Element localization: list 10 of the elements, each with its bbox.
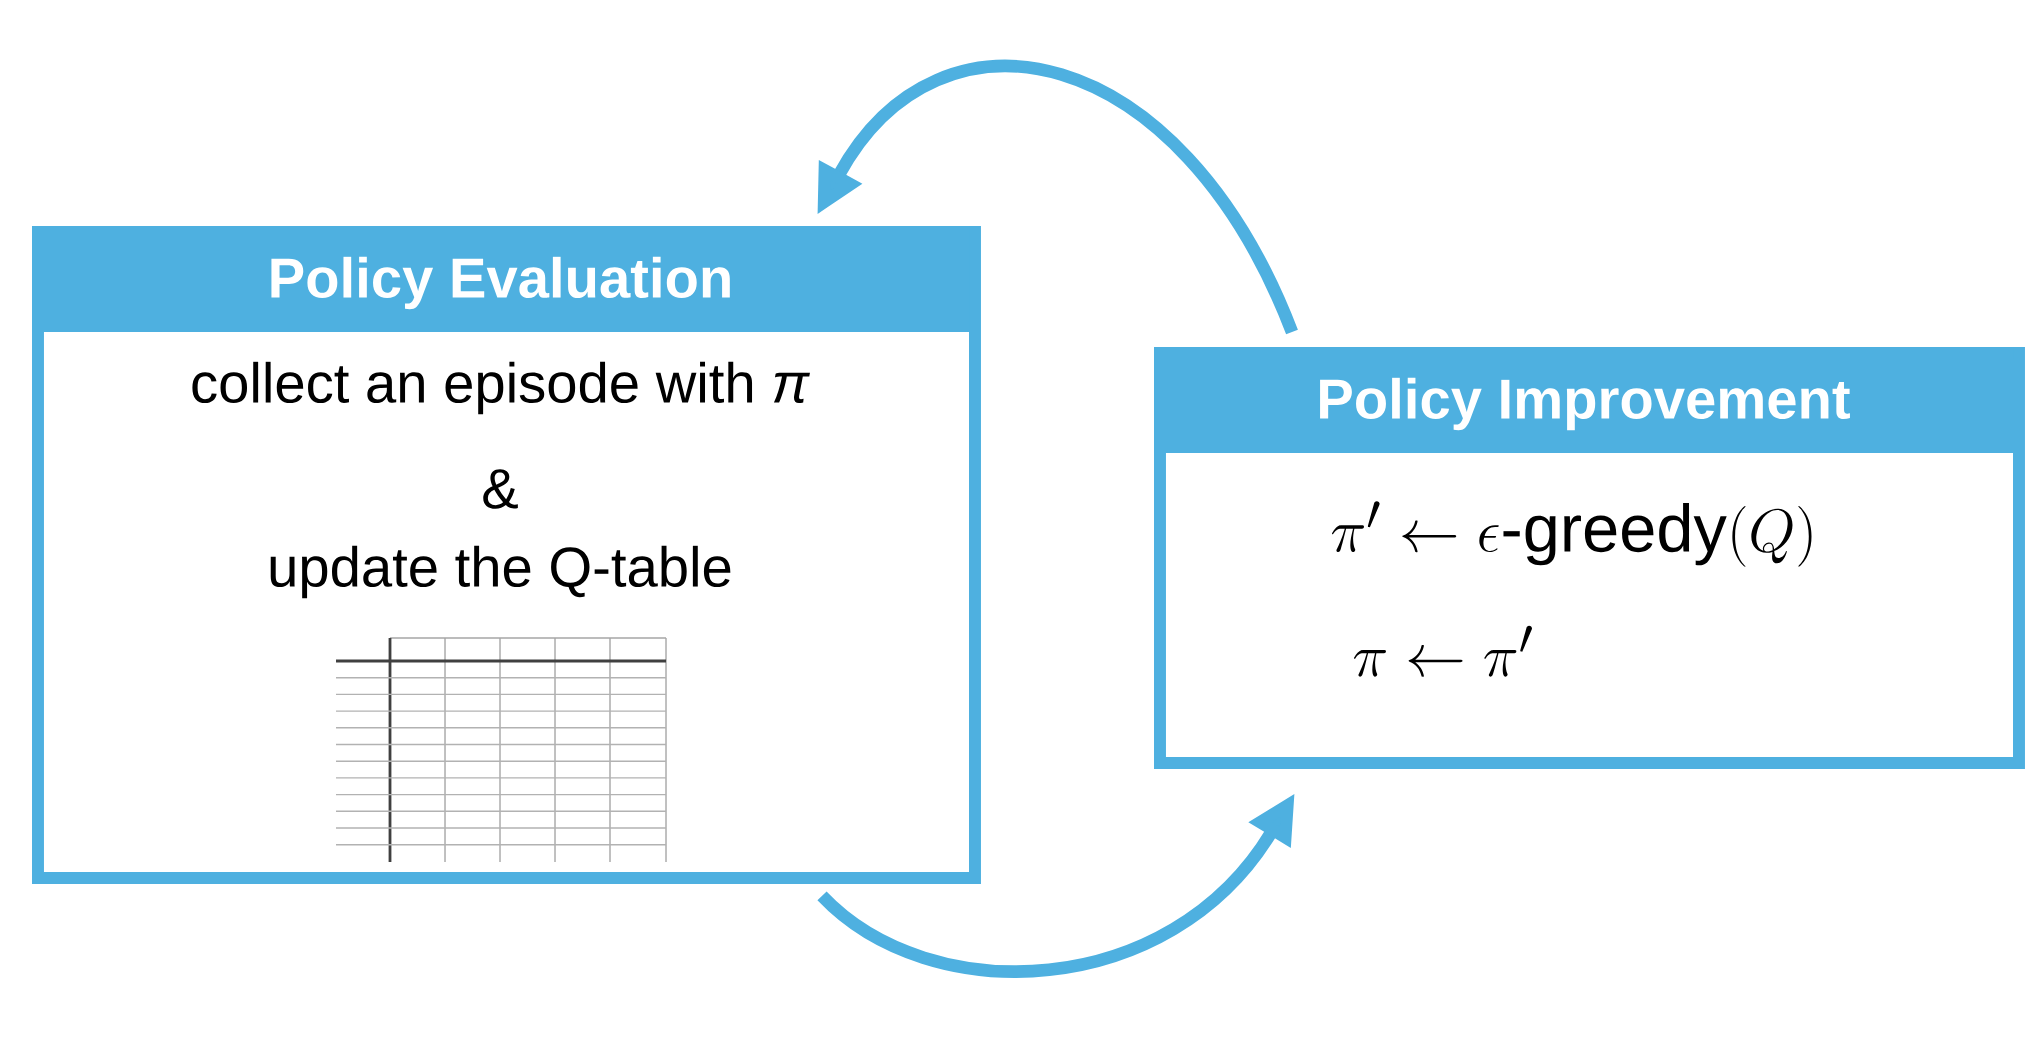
- body-text: &: [483, 469, 518, 509]
- box-title: Policy Improvement: [1320, 377, 1850, 431]
- body-text: collect an episode with π: [192, 361, 810, 415]
- process-box: [32, 226, 981, 884]
- arrow: [817, 60, 1298, 335]
- process-box: [1154, 347, 2025, 769]
- body-text: update the Q-table: [270, 545, 731, 599]
- formula: $\pi' \leftarrow \epsilon\text{-greedy}(Q)$: [1332, 501, 1812, 567]
- box-title: Policy Evaluation: [271, 256, 730, 310]
- formula: $\pi \leftarrow \pi'$: [1354, 625, 1532, 677]
